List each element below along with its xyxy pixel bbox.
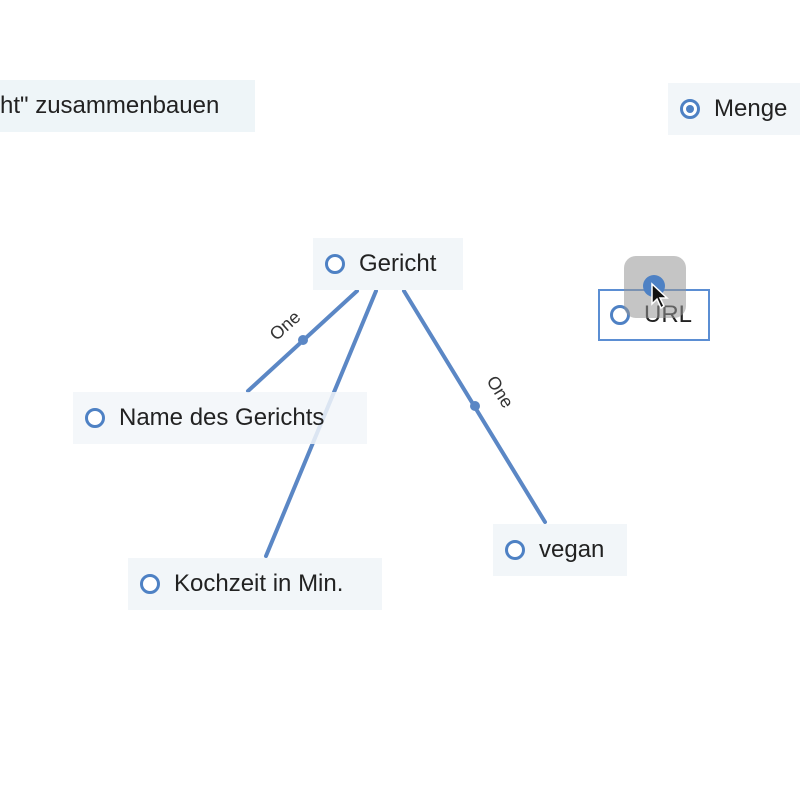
- edge-label-gericht-vegan: One: [483, 372, 518, 411]
- node-menge[interactable]: Menge: [668, 83, 800, 135]
- node-label: vegan: [539, 536, 605, 563]
- node-label: Gericht: [359, 250, 437, 277]
- radio-empty-icon[interactable]: [85, 408, 105, 428]
- node-label: Kochzeit in Min.: [174, 570, 344, 597]
- diagram-title-text: ht" zusammenbauen: [0, 92, 220, 119]
- radio-checked-icon[interactable]: [680, 99, 700, 119]
- node-kochzeit[interactable]: Kochzeit in Min.: [128, 558, 382, 610]
- cursor-arrow-icon: [651, 282, 669, 310]
- edge-midpoint-dot: [298, 335, 308, 345]
- diagram-title-fragment: ht" zusammenbauen: [0, 80, 255, 132]
- node-vegan[interactable]: vegan: [493, 524, 627, 576]
- radio-empty-icon[interactable]: [140, 574, 160, 594]
- node-gericht[interactable]: Gericht: [313, 238, 463, 290]
- node-name-des-gerichts[interactable]: Name des Gerichts: [73, 392, 367, 444]
- node-label: Name des Gerichts: [119, 404, 325, 431]
- edge-midpoint-dot: [470, 401, 480, 411]
- radio-empty-icon[interactable]: [325, 254, 345, 274]
- node-label: Menge: [714, 95, 788, 122]
- radio-empty-icon[interactable]: [505, 540, 525, 560]
